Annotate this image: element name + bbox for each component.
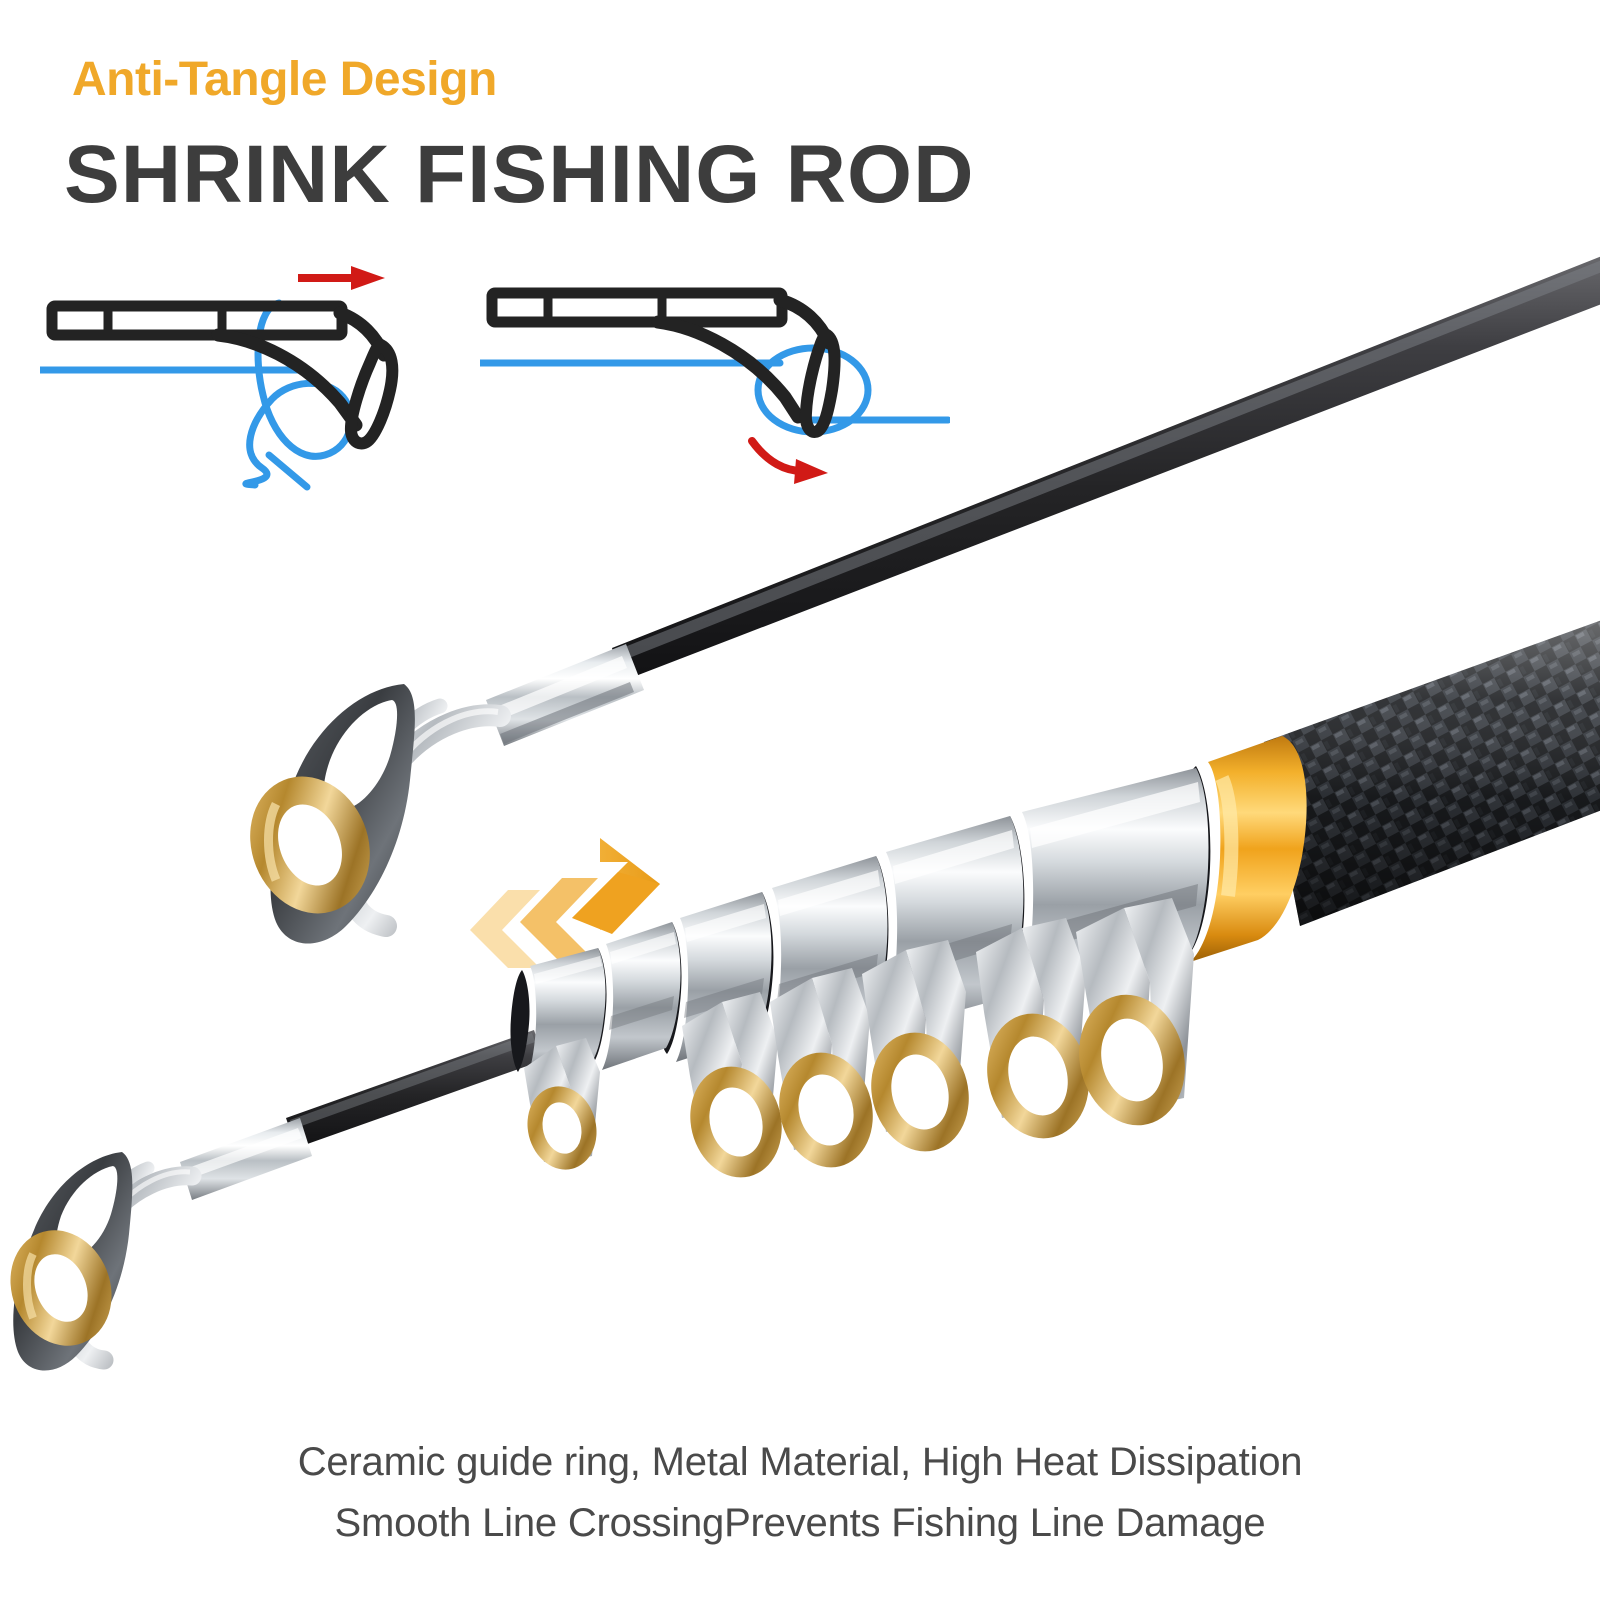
ceramic-ring-gold [779, 1052, 873, 1168]
ceramic-ring-gold [10, 1230, 112, 1346]
line-guide-1 [524, 1038, 600, 1170]
line-guide-6 [1076, 898, 1194, 1126]
section-collar-ring [989, 816, 1025, 1000]
red-straight-arrow-right [298, 266, 385, 290]
section-collar-ring [585, 948, 607, 1062]
red-curved-arrow [748, 437, 828, 484]
guide-wire-brace [346, 698, 448, 872]
section-collar-ring [745, 892, 774, 1042]
line-release-diagram [480, 287, 950, 484]
eyebrow-heading: Anti-Tangle Design [72, 53, 497, 106]
guide-frame-leg [862, 950, 926, 1132]
guide-frame [1022, 918, 1086, 1116]
ceramic-ring-aperture [1008, 1036, 1068, 1116]
guide-frame [556, 1038, 600, 1160]
telescopic-section-2 [585, 922, 681, 1070]
ceramic-ring-gold [871, 1032, 969, 1152]
telescopic-section-1 [510, 948, 606, 1080]
guide-wire-brace [74, 1161, 155, 1309]
rod-blank [486, 287, 788, 328]
line-guide-2 [682, 992, 782, 1178]
caption-line-2: Smooth Line CrossingPrevents Fishing Lin… [334, 1500, 1266, 1545]
ceramic-ring-aperture [542, 1102, 582, 1154]
ceramic-ring-gold [1079, 994, 1185, 1126]
guide-frame-leg [1076, 908, 1150, 1106]
caption-line-1: Ceramic guide ring, Metal Material, High… [297, 1440, 1303, 1484]
ceramic-ring-aperture [891, 1054, 949, 1130]
collar-body [1190, 736, 1307, 962]
line-guide-4 [862, 940, 969, 1152]
guide-frame [812, 968, 870, 1148]
chevron-segment-1 [470, 890, 540, 968]
ceramic-tip-top-guide-upper [250, 684, 511, 944]
tip-guide-frame [13, 1152, 133, 1371]
ceramic-ring-aperture [798, 1074, 854, 1146]
collar-seam [1173, 766, 1211, 956]
line-tangle-diagram [40, 266, 399, 491]
carbon-fiber-handle [1264, 620, 1600, 926]
collapsed-telescopic-rod [10, 620, 1600, 1371]
telescopic-section-3 [657, 892, 772, 1062]
ceramic-ring-aperture [1101, 1018, 1163, 1102]
ceramic-ring-aperture [278, 804, 342, 886]
guide-support-leg [651, 315, 805, 424]
tip-ferrule-upper [486, 644, 644, 746]
guide-ring [344, 338, 399, 450]
orange-chevron-arrow [470, 838, 660, 968]
guide-wire-arm [338, 704, 511, 937]
handle-shading [1264, 620, 1600, 926]
guide-frame-leg [976, 928, 1044, 1118]
ceramic-ring-gold [690, 1066, 782, 1178]
ceramic-tip-top-guide-lower [10, 1152, 202, 1371]
anti-tangle-diagram-group [0, 255, 1000, 535]
section-collar-ring [510, 970, 530, 1072]
guide-frame [906, 940, 966, 1130]
telescopic-section-6 [989, 768, 1209, 1004]
telescopic-section-5 [857, 816, 1024, 1032]
ceramic-ring-highlight [264, 801, 281, 882]
rod-blank-lower-thin [286, 1030, 544, 1148]
rod-blank [46, 300, 348, 341]
tip-ferrule-lower [180, 1118, 312, 1200]
telescopic-section-4 [745, 856, 888, 1050]
section-collar-ring [657, 922, 682, 1054]
guide-frame-leg [770, 978, 832, 1150]
ceramic-ring-highlight [23, 1252, 37, 1320]
ceramic-ring-gold [987, 1013, 1089, 1139]
chevron-segment-2 [520, 878, 598, 964]
tip-guide-frame-cutout [323, 700, 398, 811]
chevron-arrow-head [572, 838, 660, 930]
ceramic-ring-aperture [34, 1254, 88, 1322]
ceramic-ring-aperture [709, 1087, 763, 1157]
feature-caption: Ceramic guide ring, Metal Material, High… [0, 1432, 1600, 1554]
guide-wire-highlight [357, 708, 499, 865]
section-collar-ring [857, 856, 889, 1024]
guide-frame [722, 992, 778, 1158]
guide-frame-leg [524, 1046, 572, 1162]
page-title: SHRINK FISHING ROD [64, 129, 975, 220]
tip-guide-frame [270, 684, 415, 944]
handle-weave [1264, 620, 1600, 926]
line-guide-5 [976, 918, 1089, 1139]
fishing-line-tail [265, 451, 311, 491]
guide-wire-arm [62, 1166, 202, 1370]
ceramic-ring-gold [527, 1086, 597, 1170]
tip-guide-frame-cutout [56, 1166, 118, 1259]
line-guide-3 [770, 968, 873, 1168]
guide-support-leg [211, 328, 363, 432]
gold-anodized-collar [1173, 736, 1307, 962]
guide-frame-leg [682, 1002, 742, 1160]
rod-blank-lower-highlight [290, 1033, 535, 1129]
ceramic-ring-gold [250, 776, 370, 914]
collar-highlight [1215, 775, 1239, 897]
chevron-arrow-body [572, 872, 660, 934]
guide-wire-highlight [77, 1169, 191, 1309]
guide-frame [1124, 898, 1194, 1104]
